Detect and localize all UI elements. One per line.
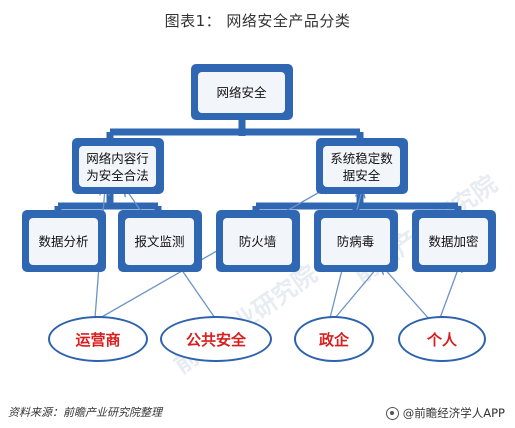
stakeholder-public-security: 公共安全 xyxy=(160,316,272,362)
root-node-label: 网络安全 xyxy=(198,72,285,113)
category-system-data-security-label: 系统稳定数据安全 xyxy=(323,146,400,187)
product-data-analysis: 数据分析 xyxy=(22,210,106,272)
category-content-compliance-label: 网络内容行为安全合法 xyxy=(79,146,156,187)
category-content-compliance: 网络内容行为安全合法 xyxy=(72,138,164,194)
product-packet-monitoring: 报文监测 xyxy=(118,210,202,272)
product-label: 数据分析 xyxy=(29,218,98,265)
stakeholder-government-enterprise: 政企 xyxy=(294,316,374,362)
brand-credit: @前瞻经济学人APP xyxy=(385,405,505,421)
stakeholder-individual: 个人 xyxy=(398,316,486,362)
product-firewall: 防火墙 xyxy=(216,210,300,272)
category-system-data-security: 系统稳定数据安全 xyxy=(316,138,408,194)
root-node: 网络安全 xyxy=(191,64,293,120)
product-data-encryption: 数据加密 xyxy=(412,210,496,272)
stakeholder-operators: 运营商 xyxy=(48,316,148,362)
product-label: 报文监测 xyxy=(125,218,194,265)
source-note: 资料来源：前瞻产业研究院整理 xyxy=(8,406,162,419)
product-antivirus: 防病毒 xyxy=(314,210,398,272)
product-label: 防病毒 xyxy=(321,218,390,265)
product-label: 防火墙 xyxy=(223,218,292,265)
brand-label: @前瞻经济学人APP xyxy=(402,406,505,420)
page-title: 图表1： 网络安全产品分类 xyxy=(164,12,351,30)
brand-logo-icon xyxy=(385,406,399,420)
product-label: 数据加密 xyxy=(419,218,488,265)
